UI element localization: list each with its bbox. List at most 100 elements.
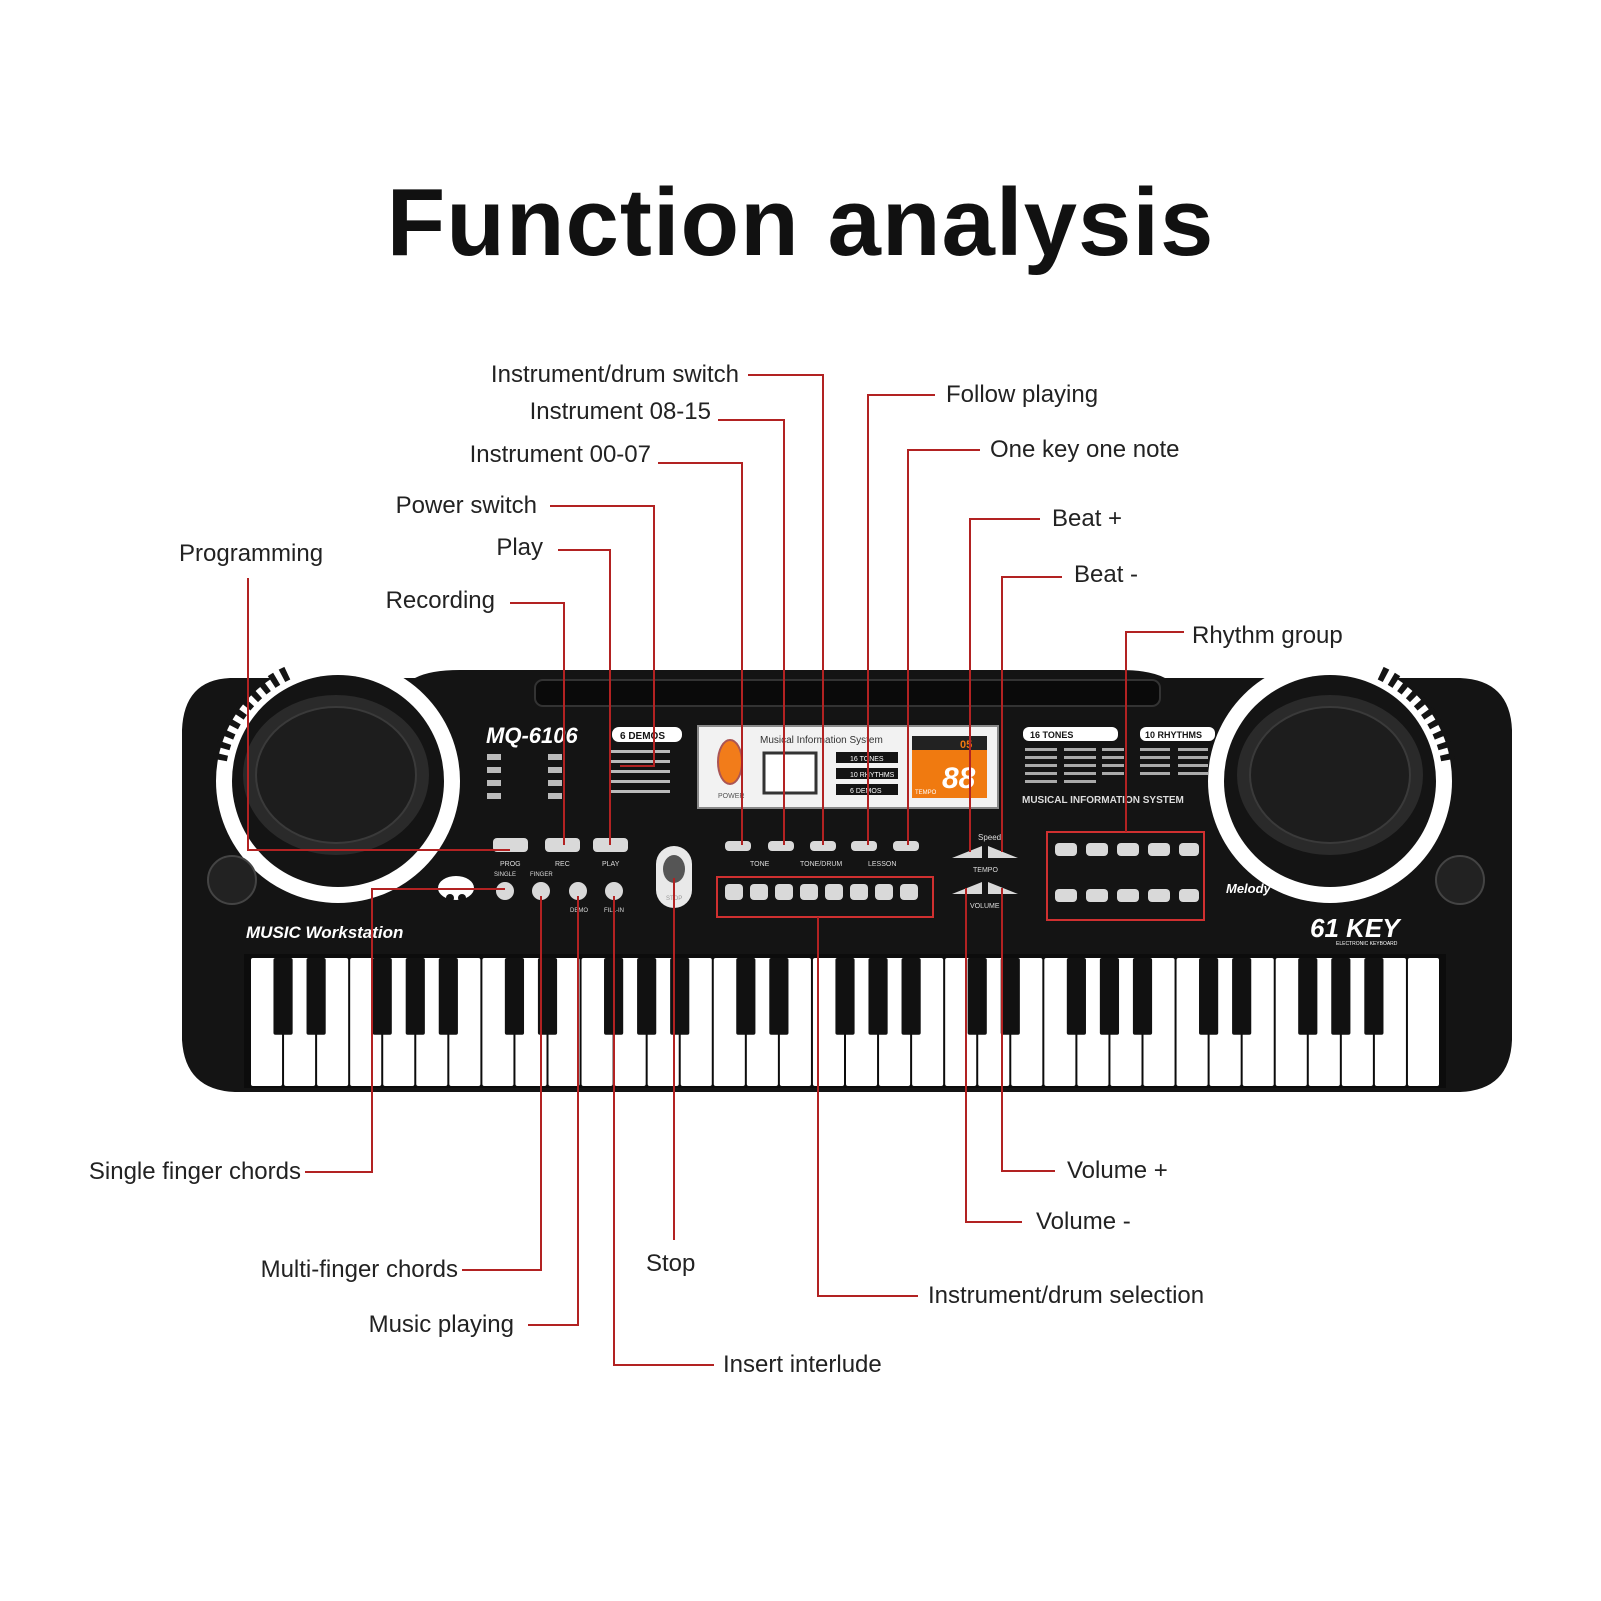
- play-label: PLAY: [602, 861, 620, 868]
- beat-plus-button[interactable]: [952, 846, 982, 858]
- label-beat-plus: Beat +: [1052, 505, 1123, 532]
- black-key[interactable]: [835, 958, 855, 1035]
- leader-one-key-one-note: [907, 449, 980, 845]
- label-instrument-drum-selection: Instrument/drum selection: [928, 1282, 1205, 1309]
- tone-drum-button[interactable]: [810, 841, 836, 851]
- rhythms-badge: 10 RHYTHMS: [1145, 730, 1202, 740]
- rec-label: REC: [555, 861, 570, 868]
- lesson-label: LESSON: [868, 861, 896, 868]
- fillin-button[interactable]: [605, 882, 623, 900]
- label-rhythm-group: Rhythm group: [1192, 622, 1343, 649]
- black-key[interactable]: [1066, 958, 1086, 1035]
- follow-button[interactable]: [851, 841, 877, 851]
- demo-button[interactable]: [569, 882, 587, 900]
- black-key[interactable]: [306, 958, 326, 1035]
- tone-label: TONE: [750, 861, 770, 868]
- black-key[interactable]: [1232, 958, 1252, 1035]
- power-label: POWER: [718, 793, 744, 800]
- black-key[interactable]: [637, 958, 657, 1035]
- tone-list: [1025, 748, 1208, 783]
- info-row-1: 16 TONES: [850, 756, 884, 763]
- leader-follow-playing: [867, 394, 935, 845]
- black-key[interactable]: [504, 958, 525, 1035]
- black-key[interactable]: [967, 958, 987, 1035]
- leader-instrument-drum-selection: [817, 917, 918, 1297]
- white-key[interactable]: [1407, 958, 1439, 1086]
- label-play: Play: [496, 534, 543, 561]
- black-key[interactable]: [868, 958, 888, 1035]
- black-key[interactable]: [1298, 958, 1318, 1035]
- prog-label: PROG: [500, 861, 521, 868]
- display-title: Musical Information System: [760, 735, 883, 746]
- single-button[interactable]: [496, 882, 514, 900]
- black-key[interactable]: [273, 958, 293, 1035]
- tempo-volume-controls: Speed TEMPO VOLUME: [952, 833, 1018, 910]
- black-key[interactable]: [1132, 958, 1153, 1035]
- tone-08-15-button[interactable]: [768, 841, 794, 851]
- right-speaker: [1208, 659, 1485, 905]
- label-single-finger-chords: Single finger chords: [88, 1158, 301, 1185]
- label-volume-plus: Volume +: [1067, 1157, 1168, 1184]
- left-speaker: [207, 659, 460, 905]
- power-switch[interactable]: [717, 739, 743, 785]
- tone-00-07-button[interactable]: [725, 841, 751, 851]
- black-key[interactable]: [537, 958, 558, 1035]
- label-power-switch: Power switch: [395, 492, 537, 519]
- label-follow-playing: Follow playing: [946, 381, 1099, 408]
- demos-badge: 6 DEMOS: [620, 731, 665, 742]
- brand-right: 61 KEY: [1310, 913, 1402, 943]
- label-stop: Stop: [646, 1250, 696, 1277]
- leader-beat-plus: [969, 518, 1040, 852]
- leader-instrument-00-07: [658, 462, 743, 845]
- keybed: [244, 954, 1446, 1088]
- panel-title: MUSICAL INFORMATION SYSTEM: [1022, 795, 1184, 806]
- tempo-label: TEMPO: [973, 867, 998, 874]
- speed-label: Speed: [978, 833, 1001, 842]
- label-instrument-08-15: Instrument 08-15: [529, 398, 711, 425]
- leader-volume-minus: [965, 888, 1022, 1223]
- one-key-button[interactable]: [893, 841, 919, 851]
- black-key[interactable]: [769, 958, 789, 1035]
- leader-power-switch: [550, 505, 655, 767]
- leader-recording: [510, 602, 565, 845]
- info-row-2: 10 RHYTHMS: [850, 772, 895, 779]
- black-key[interactable]: [405, 958, 425, 1035]
- label-one-key-one-note: One key one note: [990, 436, 1180, 463]
- brand-left: MUSIC Workstation: [246, 923, 403, 942]
- page-title: Function analysis: [386, 169, 1215, 276]
- leader-insert-interlude: [613, 896, 714, 1366]
- black-key[interactable]: [736, 958, 756, 1035]
- black-key[interactable]: [1099, 958, 1120, 1035]
- label-insert-interlude: Insert interlude: [723, 1351, 882, 1378]
- demo-label: DEMO: [570, 908, 588, 914]
- label-programming: Programming: [179, 540, 324, 567]
- black-key[interactable]: [372, 958, 392, 1035]
- drum-legend: [487, 750, 670, 799]
- mascot-logo: Melody: [1226, 881, 1272, 896]
- black-key[interactable]: [1199, 958, 1219, 1035]
- single-label: SINGLE: [494, 872, 516, 878]
- black-key[interactable]: [1331, 958, 1351, 1035]
- finger-label: FINGER: [530, 872, 553, 878]
- rhythm-buttons[interactable]: [1055, 843, 1199, 902]
- leader-multi-finger-chords: [462, 896, 542, 1271]
- leader-lines: [247, 374, 1184, 1366]
- leader-instrument-08-15: [718, 419, 785, 845]
- tonedrum-label: TONE/DRUM: [800, 861, 842, 868]
- rec-button[interactable]: [545, 838, 580, 852]
- leader-volume-plus: [1001, 888, 1055, 1172]
- black-key[interactable]: [1364, 958, 1384, 1035]
- prog-button[interactable]: [493, 838, 528, 852]
- tone-drum-select-buttons[interactable]: [725, 884, 918, 900]
- label-instrument-00-07: Instrument 00-07: [469, 441, 651, 468]
- leader-instrument-drum-switch: [748, 374, 824, 845]
- black-key[interactable]: [438, 958, 458, 1035]
- tones-badge: 16 TONES: [1030, 730, 1073, 740]
- piano-icon: [762, 751, 818, 795]
- label-instrument-drum-switch: Instrument/drum switch: [490, 361, 739, 388]
- finger-button[interactable]: [532, 882, 550, 900]
- tone-drum-select-group: [716, 876, 934, 918]
- black-key[interactable]: [1000, 958, 1020, 1035]
- black-key[interactable]: [901, 958, 921, 1035]
